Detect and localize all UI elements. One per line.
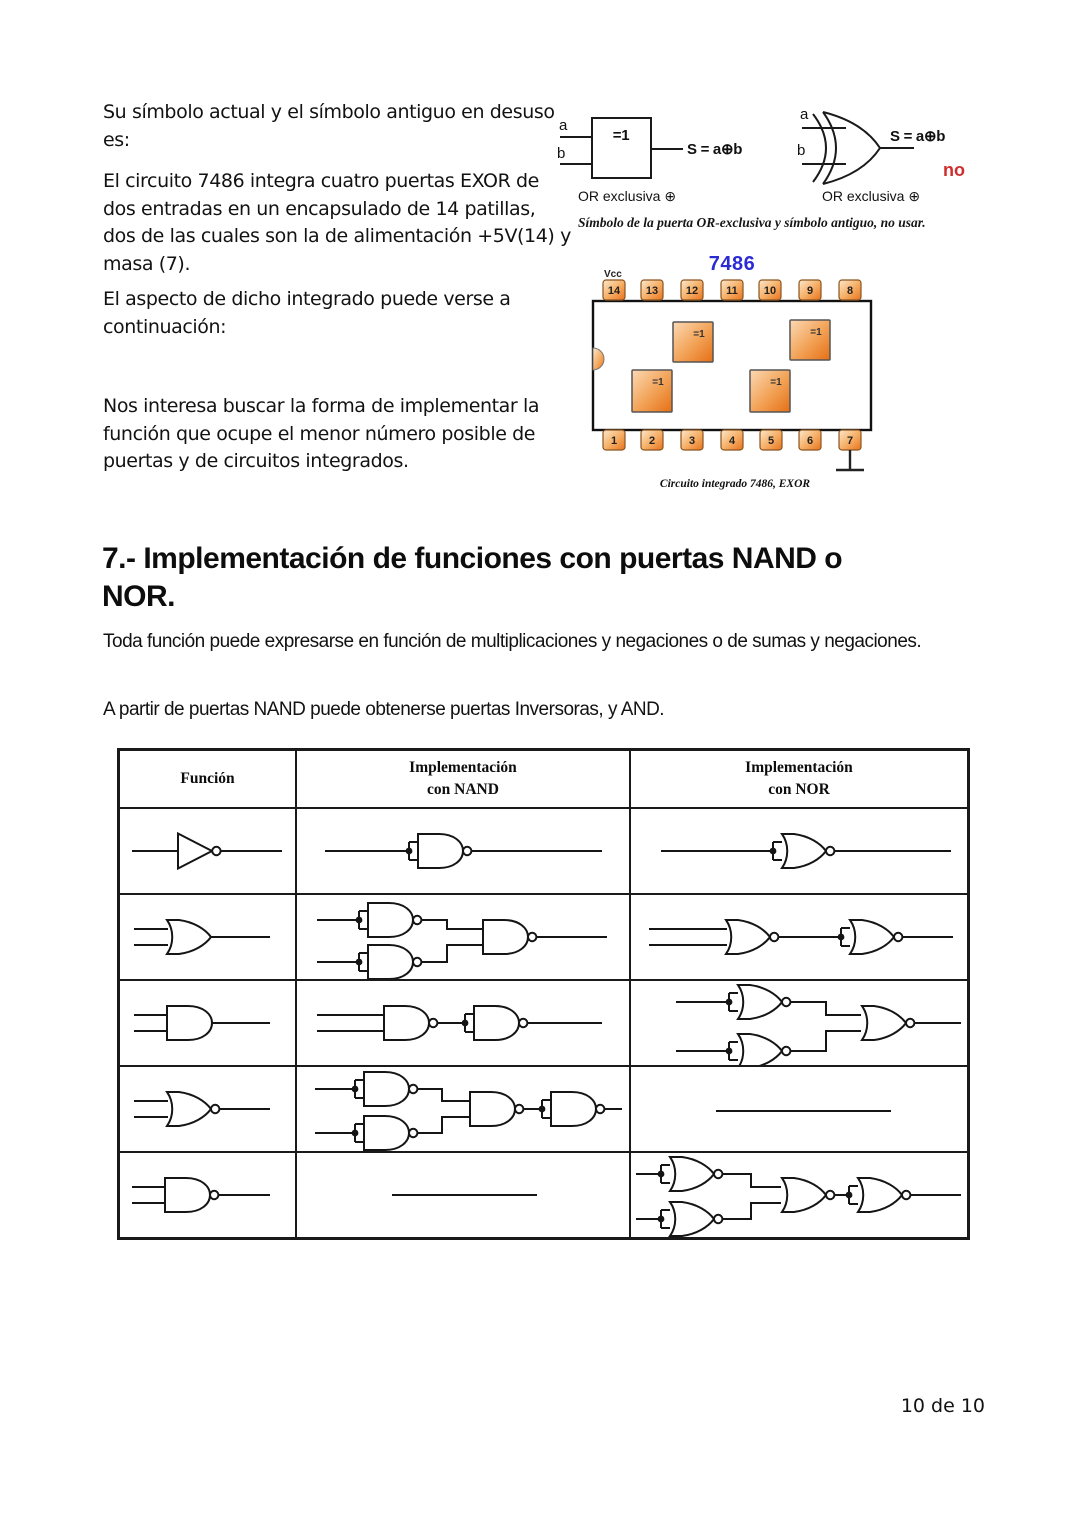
plain-wire-diagram <box>392 1194 537 1196</box>
nor-impl-nor-cell <box>629 1065 970 1153</box>
nor-impl-or-cell <box>629 893 970 981</box>
ic-figure-caption: Circuito integrado 7486, EXOR <box>660 478 810 490</box>
pin-label: 2 <box>649 435 655 447</box>
xor-equation: S = a⊕b <box>890 128 945 145</box>
nand-impl-or-cell <box>295 893 631 981</box>
xor-symbols-figure: a b =1 S = a⊕b OR exclusiva ⊕ a b S = a⊕… <box>557 106 965 230</box>
pin-label: 1 <box>611 435 617 447</box>
nand-impl-nand-cell <box>295 1151 631 1240</box>
nor-gate-diagram <box>134 1067 270 1151</box>
vcc-label: Vcc <box>604 269 622 280</box>
ic-bottom-pins: 1 2 3 4 5 6 7 <box>602 429 862 451</box>
xor-old-symbol: a b S = a⊕b no OR exclusiva ⊕ <box>797 106 965 204</box>
ground-symbol <box>836 450 864 472</box>
intro-paragraph-3: El aspecto de dicho integrado puede vers… <box>103 288 511 338</box>
or-gate-diagram <box>134 919 270 955</box>
table-header-row: Función Implementación con NAND Implemen… <box>117 748 970 809</box>
nor-from-nands-diagram <box>315 1067 622 1151</box>
gate-label: =1 <box>810 327 822 338</box>
table-row <box>117 807 970 895</box>
header-funcion: Función <box>117 748 297 809</box>
intro-paragraph-2: El circuito 7486 integra cuatro puertas … <box>103 170 571 275</box>
funcion-not-cell <box>117 807 297 895</box>
pin-label: 12 <box>686 285 698 297</box>
or-exclusiva-label: OR exclusiva ⊕ <box>578 188 676 204</box>
ic-top-pins: 14 13 12 11 10 9 8 <box>602 279 862 301</box>
nor-impl-not-cell <box>629 807 970 895</box>
pin-label: 11 <box>726 285 738 297</box>
nand-impl-and-cell <box>295 979 631 1067</box>
header-nand: Implementación con NAND <box>295 748 631 809</box>
or-from-nands-diagram <box>317 895 607 979</box>
intro-paragraph-4: Nos interesa buscar la forma de implemen… <box>103 395 540 472</box>
or-from-nors-diagram <box>649 895 953 979</box>
gate-label: =1 <box>652 377 664 388</box>
pin-label: 8 <box>847 285 853 297</box>
no-label: no <box>943 160 965 180</box>
pin-label: 3 <box>689 435 695 447</box>
table-row <box>117 979 970 1067</box>
header-nor: Implementación con NOR <box>629 748 970 809</box>
or-exclusiva-label: OR exclusiva ⊕ <box>822 188 920 204</box>
nand-inverter-diagram <box>325 809 602 893</box>
nand-impl-nor-cell <box>295 1065 631 1153</box>
and-from-nors-diagram <box>676 981 961 1065</box>
section-paragraph-2: A partir de puertas NAND puede obtenerse… <box>103 699 665 720</box>
nor-inverter-diagram <box>661 809 951 893</box>
and-from-nands-diagram <box>317 981 602 1065</box>
pin-label: 5 <box>768 435 774 447</box>
pin-label: 10 <box>764 285 776 297</box>
pin-label: 6 <box>807 435 813 447</box>
pin-label: 9 <box>807 285 813 297</box>
funcion-nand-cell <box>117 1151 297 1240</box>
not-gate-diagram <box>132 832 282 870</box>
nor-impl-and-cell <box>629 979 970 1067</box>
table-row <box>117 1151 970 1240</box>
xor-iec-symbol: a b =1 S = a⊕b OR exclusiva ⊕ <box>557 117 743 204</box>
table-row <box>117 893 970 981</box>
funcion-and-cell <box>117 979 297 1067</box>
nor-impl-nand-cell <box>629 1151 970 1240</box>
ic-title: 7486 <box>709 253 756 275</box>
table-row <box>117 1065 970 1153</box>
nand-from-nors-diagram <box>636 1153 961 1237</box>
iec-gate-label: =1 <box>613 127 630 144</box>
intro-paragraph-1: Su símbolo actual y el símbolo antiguo e… <box>103 101 555 151</box>
funcion-or-cell <box>117 893 297 981</box>
page-number: 10 de 10 <box>900 1395 985 1417</box>
xor-figure-caption: Símbolo de la puerta OR-exclusiva y símb… <box>578 215 926 230</box>
ic-gates: =1 =1 =1 =1 <box>631 319 831 413</box>
section-heading: 7.- Implementación de funciones con puer… <box>102 542 843 613</box>
plain-wire-diagram <box>716 1110 891 1112</box>
nand-impl-not-cell <box>295 807 631 895</box>
pin-label: 4 <box>729 435 736 447</box>
section-paragraph-1: Toda función puede expresarse en función… <box>103 631 922 652</box>
input-a-label: a <box>800 106 809 123</box>
pin-label: 14 <box>608 285 621 297</box>
xor-equation: S = a⊕b <box>687 141 742 158</box>
input-a-label: a <box>559 117 568 134</box>
ic-7486-figure: 7486 Vcc 14 13 12 11 10 9 8 1 2 3 4 5 6 … <box>591 253 873 490</box>
implementation-table: Función Implementación con NAND Implemen… <box>117 748 970 1240</box>
gate-label: =1 <box>693 329 705 340</box>
funcion-nor-cell <box>117 1065 297 1153</box>
input-b-label: b <box>557 145 565 162</box>
nand-gate-diagram <box>132 1153 270 1237</box>
pin-label: 7 <box>847 435 853 447</box>
and-gate-diagram <box>134 1005 270 1041</box>
pin-label: 13 <box>646 285 658 297</box>
input-b-label: b <box>797 142 805 159</box>
gate-label: =1 <box>770 377 782 388</box>
